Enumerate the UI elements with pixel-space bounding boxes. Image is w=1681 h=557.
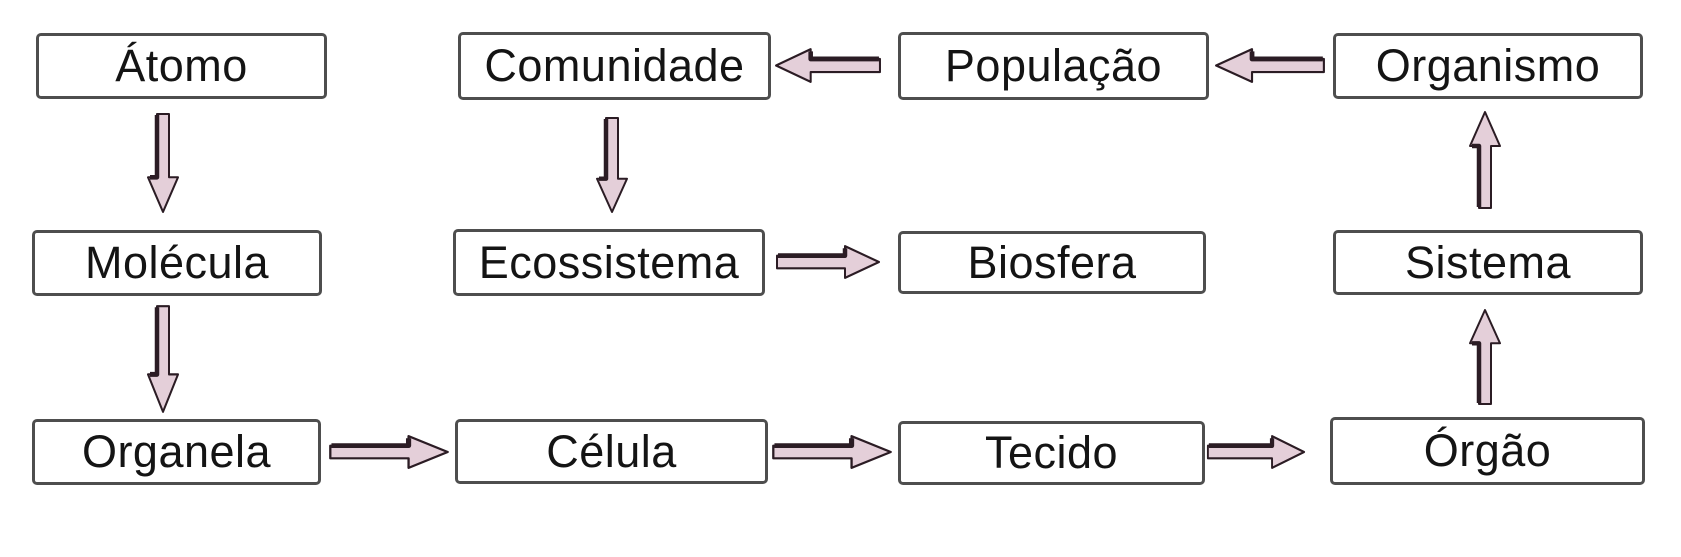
arrow-atomo-to-molecula-down-icon [146,112,180,214]
node-comunidade: Comunidade [458,32,771,100]
node-atomo: Átomo [36,33,327,99]
node-populacao: População [898,32,1209,100]
arrow-organismo-to-populacao-left-icon [1214,47,1326,84]
node-orgao: Órgão [1330,417,1645,485]
arrow-organela-to-celula-right-icon [328,434,450,470]
arrow-tecido-to-orgao-right-icon [1206,434,1306,470]
node-organismo: Organismo [1333,33,1643,99]
node-molecula: Molécula [32,230,322,296]
node-biosfera: Biosfera [898,231,1206,294]
arrow-ecossistema-to-biosfera-right-icon [775,244,881,280]
arrow-molecula-to-organela-down-icon [146,304,180,414]
arrow-comunidade-to-ecossistema-down-icon [595,116,629,214]
arrow-celula-to-tecido-right-icon [771,434,893,470]
arrow-orgao-to-sistema-up-icon [1468,308,1502,406]
arrow-sistema-to-organismo-up-icon [1468,110,1502,210]
node-sistema: Sistema [1333,230,1643,295]
node-celula: Célula [455,419,768,484]
node-tecido: Tecido [898,421,1205,485]
node-organela: Organela [32,419,321,485]
arrow-populacao-to-comunidade-left-icon [774,47,882,84]
node-ecossistema: Ecossistema [453,229,765,296]
